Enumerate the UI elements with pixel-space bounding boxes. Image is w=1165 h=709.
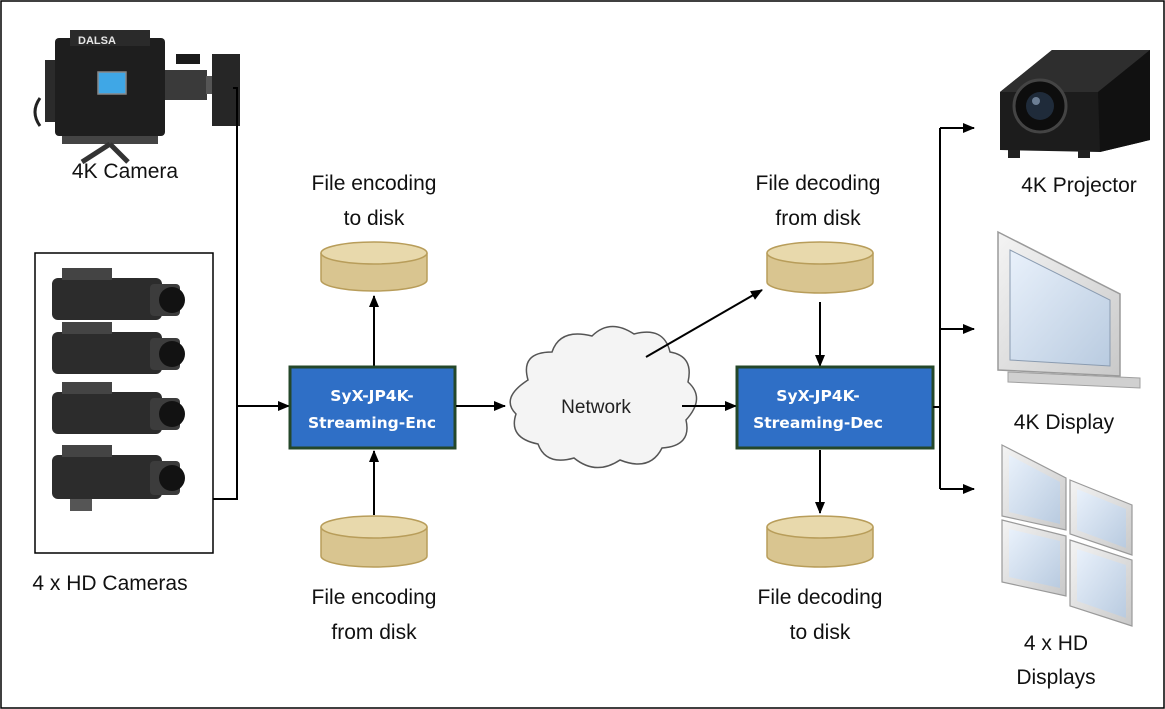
cinema-camera-icon: DALSA bbox=[33, 30, 240, 165]
network-label: Network bbox=[561, 397, 631, 418]
hd-cameras-label: 4 x HD Cameras bbox=[32, 572, 187, 595]
decoder-label-line2: Streaming-Dec bbox=[753, 414, 883, 432]
hd-camcorder-icon bbox=[52, 445, 185, 511]
encoder-label-line2: Streaming-Enc bbox=[308, 414, 436, 432]
hd-camcorder-stack-icon bbox=[52, 268, 185, 511]
arrow-network-to-disk bbox=[645, 289, 763, 358]
decode-to-disk-cylinder-icon bbox=[766, 515, 874, 568]
monitor-icon bbox=[997, 230, 1141, 389]
encoder-box bbox=[288, 365, 457, 450]
camera-brand-text: DALSA bbox=[78, 35, 116, 47]
hd-monitor-icon bbox=[1001, 444, 1067, 531]
hd-camcorder-icon bbox=[52, 382, 185, 434]
enc-disk-in-label-line2: from disk bbox=[331, 621, 417, 644]
hd-camcorder-icon bbox=[52, 268, 185, 320]
video-wall-icon bbox=[1001, 444, 1133, 627]
hd-monitor-icon bbox=[1001, 519, 1067, 597]
hd-camcorder-icon bbox=[52, 322, 185, 374]
decoder-box bbox=[735, 365, 935, 450]
camera-4k-label: 4K Camera bbox=[72, 160, 179, 183]
projector-icon bbox=[1000, 50, 1150, 158]
enc-disk-in-label-line1: File encoding bbox=[312, 586, 437, 609]
encode-to-disk-cylinder-icon bbox=[320, 241, 428, 292]
encoder-label-line1: SyX-JP4K- bbox=[330, 387, 413, 405]
hd-displays-label-line1: 4 x HD bbox=[1024, 632, 1088, 655]
hd-monitor-icon bbox=[1069, 539, 1133, 627]
enc-disk-out-label-line2: to disk bbox=[344, 207, 405, 230]
dec-disk-out-label-line2: to disk bbox=[790, 621, 851, 644]
encode-from-disk-cylinder-icon bbox=[320, 515, 428, 568]
hd-displays-label-line2: Displays bbox=[1016, 666, 1095, 689]
dec-disk-in-label-line1: File decoding bbox=[756, 172, 881, 195]
decoder-label-line1: SyX-JP4K- bbox=[776, 387, 859, 405]
decode-from-disk-cylinder-icon bbox=[766, 241, 874, 294]
dec-disk-in-label-line2: from disk bbox=[775, 207, 861, 230]
hd-monitor-icon bbox=[1069, 479, 1133, 556]
input-bus-line bbox=[213, 87, 238, 500]
enc-disk-out-label-line1: File encoding bbox=[312, 172, 437, 195]
network-cloud-icon bbox=[509, 325, 698, 469]
display-label: 4K Display bbox=[1014, 411, 1115, 434]
projector-label: 4K Projector bbox=[1021, 174, 1137, 197]
dec-disk-out-label-line1: File decoding bbox=[758, 586, 883, 609]
